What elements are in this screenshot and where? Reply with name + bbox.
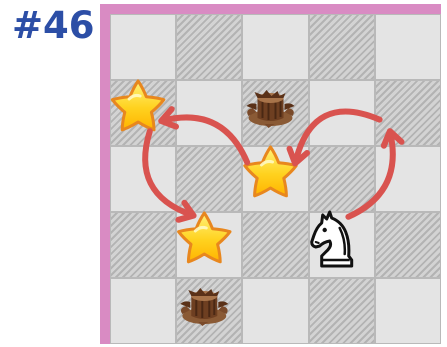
board-square[interactable]	[375, 14, 441, 80]
board-square[interactable]	[242, 278, 308, 344]
board-square[interactable]	[375, 212, 441, 278]
board-square[interactable]	[375, 146, 441, 212]
board-square[interactable]	[176, 278, 242, 344]
board-square[interactable]	[375, 278, 441, 344]
board-square[interactable]	[176, 212, 242, 278]
board-frame	[100, 4, 441, 344]
chess-board	[110, 14, 441, 344]
board-square[interactable]	[242, 146, 308, 212]
board-square[interactable]	[176, 80, 242, 146]
board-square[interactable]	[176, 14, 242, 80]
board-square[interactable]	[110, 278, 176, 344]
board-square[interactable]	[309, 80, 375, 146]
board-square[interactable]	[110, 146, 176, 212]
board-square[interactable]	[309, 212, 375, 278]
board-square[interactable]	[242, 14, 308, 80]
board-square[interactable]	[176, 146, 242, 212]
board-square[interactable]	[375, 80, 441, 146]
board-square[interactable]	[242, 80, 308, 146]
board-square[interactable]	[110, 14, 176, 80]
board-square[interactable]	[242, 212, 308, 278]
board-square[interactable]	[309, 278, 375, 344]
board-square[interactable]	[110, 212, 176, 278]
puzzle-number: #46	[12, 4, 95, 48]
board-square[interactable]	[110, 80, 176, 146]
board-square[interactable]	[309, 146, 375, 212]
board-square[interactable]	[309, 14, 375, 80]
